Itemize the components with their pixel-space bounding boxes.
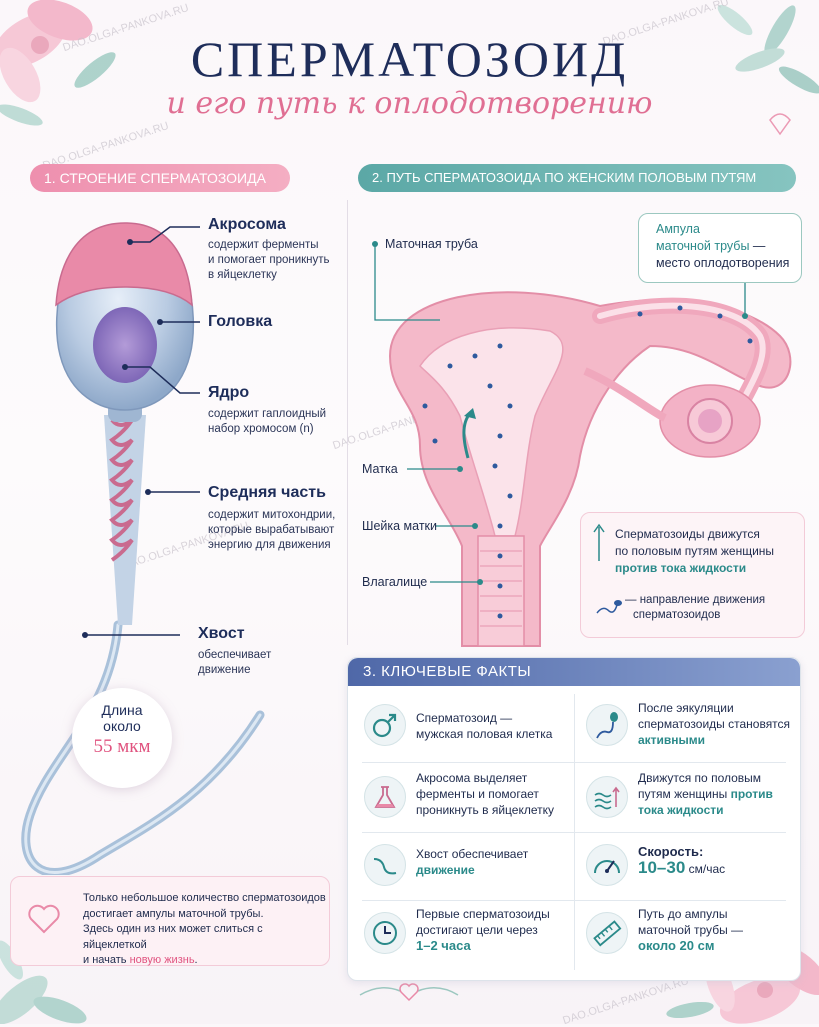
label-acrosome: Акросома bbox=[208, 216, 286, 233]
flower-top-left-icon bbox=[0, 0, 116, 126]
midpiece-desc: энергию для движения bbox=[208, 539, 331, 551]
tail-desc: движение bbox=[198, 664, 251, 676]
page-title: СПЕРМАТОЗОИД bbox=[190, 31, 629, 87]
flask-icon bbox=[364, 776, 406, 818]
note-text: . bbox=[194, 954, 198, 966]
fact-text: мужская половая клетка bbox=[416, 727, 553, 741]
fact-text: Сперматозоид — bbox=[416, 711, 513, 725]
note-text: и начать bbox=[83, 954, 127, 966]
key-facts-panel: 3. КЛЮЧЕВЫЕ ФАКТЫ Сперматозоид — мужская… bbox=[347, 657, 801, 981]
facts-header bbox=[348, 658, 800, 686]
leaves-top-right-icon bbox=[717, 4, 819, 136]
fact-text: Скорость: bbox=[638, 844, 704, 859]
info-text: по половым путям женщины bbox=[615, 544, 775, 558]
length-label: около bbox=[103, 718, 141, 734]
label-nucleus: Ядро bbox=[208, 384, 250, 401]
ruler-icon bbox=[586, 912, 628, 954]
fact-text: После эякуляции bbox=[638, 701, 734, 715]
nucleus-desc: содержит гаплоидный bbox=[208, 408, 327, 420]
speedometer-icon bbox=[586, 844, 628, 886]
fact-text: путям женщины bbox=[638, 787, 728, 801]
length-label: Длина bbox=[101, 702, 143, 718]
ampulla-label: Ампула bbox=[656, 222, 700, 236]
arrow-up-icon bbox=[593, 523, 605, 561]
ampulla-label: маточной трубы bbox=[656, 239, 750, 253]
acrosome-desc: содержит ферменты bbox=[208, 239, 319, 251]
ampulla-box: Ампула маточной трубы — место оплодотвор… bbox=[638, 213, 802, 283]
wave-tail-icon bbox=[364, 844, 406, 886]
section1-heading: 1. СТРОЕНИЕ СПЕРМАТОЗОИДА bbox=[30, 164, 290, 192]
label-vagina: Влагалище bbox=[362, 575, 428, 589]
label-tube: Маточная труба bbox=[385, 237, 478, 251]
info-text: Сперматозоиды движутся bbox=[615, 527, 760, 541]
fact-highlight: тока жидкости bbox=[638, 803, 724, 817]
acrosome-desc: в яйцеклетку bbox=[208, 269, 277, 281]
fact-highlight: активными bbox=[638, 733, 706, 747]
heart-icon bbox=[28, 904, 60, 934]
fact-text: Хвост обеспечивает bbox=[416, 847, 529, 861]
ampulla-desc: место оплодотворения bbox=[656, 256, 790, 270]
movement-info-box: Сперматозоиды движутся по половым путям … bbox=[580, 512, 805, 638]
fact-text: Первые сперматозоиды bbox=[416, 907, 550, 921]
fact-text: Путь до ампулы bbox=[638, 907, 728, 921]
sperm-icon bbox=[586, 704, 628, 746]
note-box: Только небольшое количество сперматозоид… bbox=[10, 876, 330, 966]
note-text: достигает ампулы маточной трубы. bbox=[83, 907, 264, 920]
fact-text: Движутся по половым bbox=[638, 771, 762, 785]
page-subtitle: и его путь к оплодотворению bbox=[166, 86, 653, 121]
fact-highlight: 1–2 часа bbox=[416, 938, 471, 953]
length-badge: Длина около 55 мкм bbox=[72, 688, 172, 788]
waves-arrows-icon bbox=[586, 776, 628, 818]
fact-text: сперматозоиды становятся bbox=[638, 717, 791, 731]
fact-text: ферменты и помогает bbox=[416, 787, 539, 801]
heart-ornament-icon bbox=[359, 983, 459, 1002]
fact-text: достигают цели через bbox=[416, 923, 538, 937]
midpiece-desc: которые вырабатывают bbox=[208, 524, 335, 536]
male-symbol-icon bbox=[364, 704, 406, 746]
tail-desc: обеспечивает bbox=[198, 649, 272, 661]
sperm-icon bbox=[596, 600, 622, 614]
label-midpiece: Средняя часть bbox=[208, 484, 326, 501]
fact-highlight: движение bbox=[416, 863, 475, 877]
tract-illustration bbox=[372, 241, 792, 647]
label-head: Головка bbox=[208, 313, 273, 330]
fact-text: маточной трубы — bbox=[638, 923, 744, 937]
fact-text: проникнуть в яйцеклетку bbox=[416, 803, 554, 817]
nucleus-desc: набор хромосом (n) bbox=[208, 423, 314, 435]
midpiece-desc: содержит митохондрии, bbox=[208, 509, 336, 521]
label-cervix: Шейка матки bbox=[362, 519, 438, 533]
note-highlight: новую жизнь bbox=[129, 954, 195, 966]
fact-text: Акросома выделяет bbox=[416, 771, 528, 785]
legend-text: — направление движения bbox=[625, 594, 766, 606]
section2-heading: 2. ПУТЬ СПЕРМАТОЗОИДА ПО ЖЕНСКИМ ПОЛОВЫМ… bbox=[358, 164, 796, 192]
fact-highlight: 10–30 bbox=[638, 858, 686, 877]
acrosome-desc: и помогает проникнуть bbox=[208, 254, 330, 266]
ampulla-dash: — bbox=[752, 239, 766, 253]
length-value: 55 мкм bbox=[93, 736, 151, 757]
note-text: Только небольшое количество сперматозоид… bbox=[83, 892, 326, 904]
fact-highlight: против bbox=[730, 787, 773, 801]
section3-heading: 3. КЛЮЧЕВЫЕ ФАКТЫ bbox=[363, 663, 532, 680]
label-tail: Хвост bbox=[198, 625, 245, 642]
fact-text: см/час bbox=[688, 862, 726, 876]
info-highlight: против тока жидкости bbox=[615, 561, 747, 575]
fact-highlight: около 20 см bbox=[638, 938, 715, 953]
note-text: Здесь один из них может слиться с яйцекл… bbox=[83, 923, 263, 951]
label-uterus: Матка bbox=[362, 462, 398, 476]
clock-icon bbox=[364, 912, 406, 954]
legend-text: сперматозоидов bbox=[633, 609, 721, 621]
